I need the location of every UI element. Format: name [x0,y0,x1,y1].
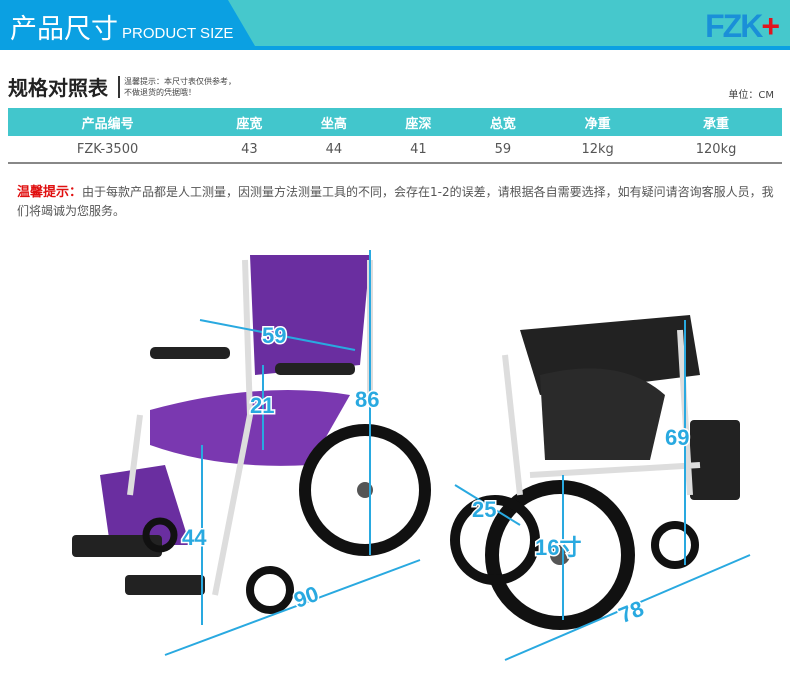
header-banner [0,0,790,46]
spec-note: 温馨提示：本尺寸表仅供参考， 不做退货的凭据哦！ [124,76,236,98]
title-en: PRODUCT SIZE [122,25,234,42]
banner-divider [0,46,790,50]
col-header: 座宽 [207,108,292,136]
col-header: 座深 [376,108,461,136]
divider [118,76,120,98]
dim-folded-height: 69 [665,425,689,450]
col-header: 总宽 [460,108,546,136]
dim-height: 86 [355,387,379,412]
tip-label: 温馨提示： [17,185,83,200]
cell: FZK-3500 [8,136,208,164]
wheelchair-front-view: 59 21 86 44 90 [72,250,431,656]
note-line: 温馨提示：本尺寸表仅供参考， [124,77,236,86]
title-cn: 产品尺寸 [10,14,118,45]
dim-wheel-size: 16寸 [535,535,581,560]
dim-length: 90 [290,581,322,613]
note-line: 不做退货的凭据哦！ [124,88,196,97]
col-header: 产品编号 [8,108,208,136]
cell: 44 [291,136,377,164]
spec-title: 规格对照表 [8,76,108,100]
cell: 120kg [650,136,782,164]
cell: 59 [460,136,546,164]
col-header: 净重 [545,108,651,136]
unit-label: 单位：CM [728,90,774,101]
dim-folded-width: 25 [472,497,496,522]
cell: 43 [207,136,292,164]
cell: 41 [376,136,461,164]
col-header: 承重 [650,108,782,136]
table-header-row: 产品编号 座宽 坐高 座深 总宽 净重 承重 [8,108,782,136]
brand-logo: FZK+ [705,8,780,44]
tip-text: 由于每款产品都是人工测量，因测量方法测量工具的不同，会存在1-2的误差，请根据各… [17,185,774,218]
tip-note: 温馨提示：由于每款产品都是人工测量，因测量方法测量工具的不同，会存在1-2的误差… [17,183,777,221]
spec-table: 产品编号 座宽 坐高 座深 总宽 净重 承重 FZK-3500 43 44 41… [8,108,782,164]
col-header: 坐高 [291,108,377,136]
cell: 12kg [545,136,651,164]
dim-seat-height: 44 [182,525,207,550]
wheelchair-folded-view: 69 25 16寸 78 [450,315,751,661]
dim-width: 59 [262,323,286,348]
dim-seat-depth: 21 [250,393,274,418]
table-row: FZK-3500 43 44 41 59 12kg 120kg [8,136,782,164]
wheelchair-illustration: 59 21 86 44 90 69 25 16寸 78 [72,250,751,661]
